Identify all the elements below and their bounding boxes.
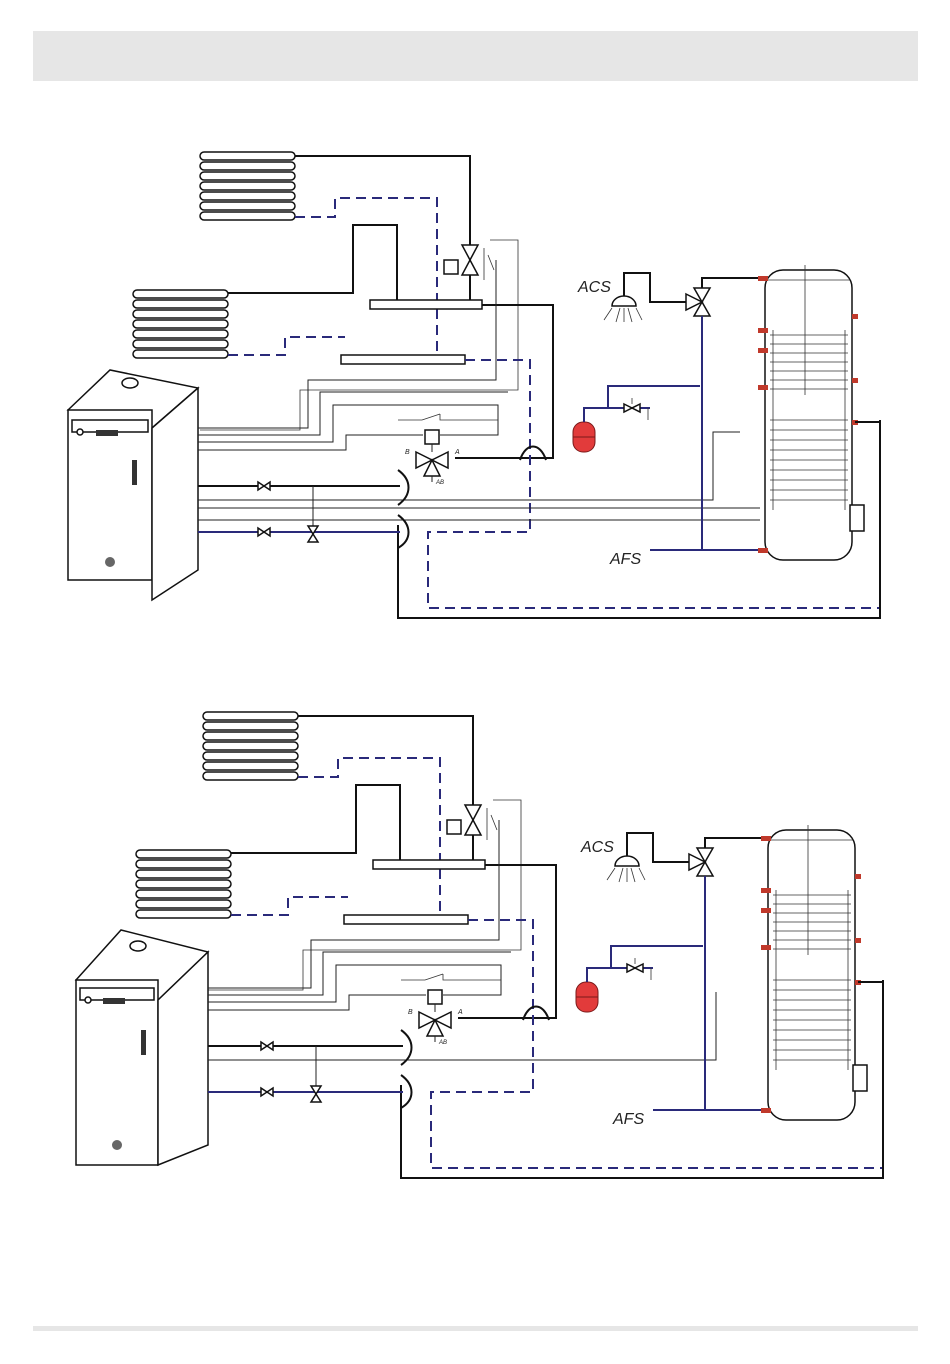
- three-way-valve-icon: [401, 974, 501, 1042]
- zone-valve-icon: [200, 240, 518, 430]
- return-manifold: [341, 355, 465, 364]
- radiator-icon: [203, 712, 298, 780]
- valve-port-ab-label: AB: [435, 480, 444, 486]
- valve-port-b-label: B: [408, 1009, 413, 1016]
- three-way-valve-icon: [398, 414, 498, 482]
- schematic-svg-top: B A AB ACS AFS: [0, 130, 950, 690]
- flow-manifold: [373, 860, 485, 869]
- radiator-icon: [133, 290, 228, 358]
- safety-valve-icon: [308, 486, 318, 542]
- afs-label: AFS: [609, 551, 641, 568]
- heating-schematic-bottom: B A AB ACS AFS: [0, 690, 950, 1250]
- flow-manifold: [370, 300, 482, 309]
- hot-water-tank-icon: [761, 825, 883, 1120]
- heating-schematic-top: B A AB ACS AFS: [0, 130, 950, 690]
- zone-valve-icon: [208, 800, 521, 990]
- boiler-icon: [76, 930, 208, 1165]
- gate-valve-icon: [261, 1088, 273, 1096]
- shower-icon: [607, 833, 693, 882]
- expansion-vessel-icon: [573, 422, 595, 452]
- radiator-icon: [200, 152, 295, 220]
- shower-icon: [604, 273, 690, 322]
- valve-port-b-label: B: [405, 449, 410, 456]
- boiler-icon: [68, 370, 198, 600]
- radiator-icon: [136, 850, 231, 918]
- three-way-valve-icon: [689, 848, 713, 876]
- schematic-svg-bottom: B A AB ACS AFS: [0, 690, 950, 1250]
- gate-valve-icon: [258, 528, 270, 536]
- expansion-vessel-icon: [576, 982, 598, 1012]
- hot-water-tank-icon: [758, 265, 880, 560]
- safety-valve-icon: [311, 1046, 321, 1102]
- valve-port-ab-label: AB: [438, 1040, 447, 1046]
- acs-label: ACS: [577, 279, 611, 296]
- acs-label: ACS: [580, 839, 614, 856]
- return-manifold: [344, 915, 468, 924]
- gate-valve-icon: [258, 482, 270, 490]
- gate-valve-icon: [261, 1042, 273, 1050]
- valve-port-a-label: A: [457, 1009, 463, 1016]
- valve-port-a-label: A: [454, 449, 460, 456]
- footer-bar: [33, 1326, 918, 1331]
- three-way-valve-icon: [686, 288, 710, 316]
- afs-label: AFS: [612, 1111, 644, 1128]
- header-bar: [33, 31, 918, 81]
